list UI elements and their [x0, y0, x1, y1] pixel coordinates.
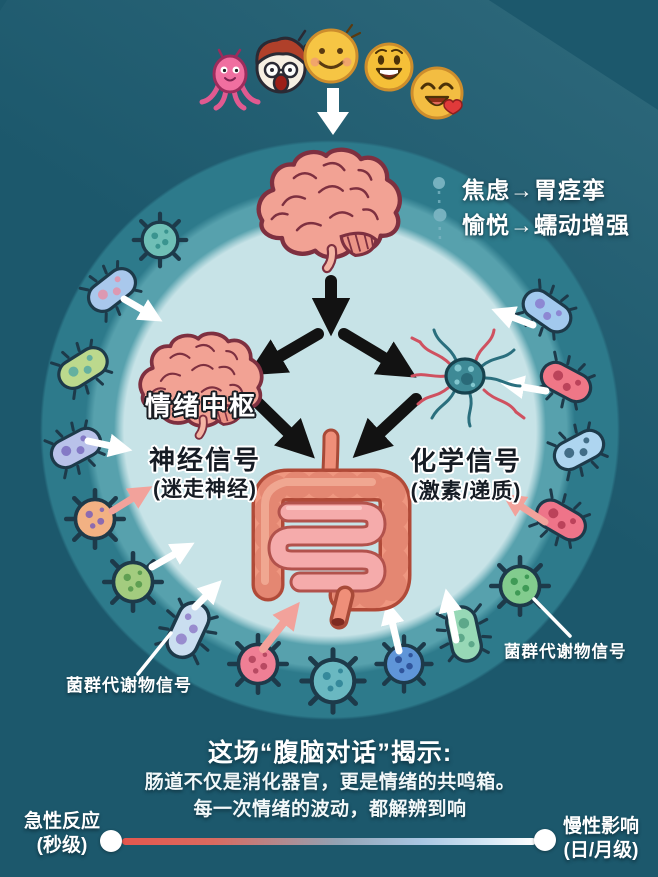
bacterium-icon: [431, 600, 497, 668]
bacterium-icon: [543, 415, 615, 485]
timeline-left-sub: (秒级): [36, 835, 88, 856]
microbe-signal-arrows: [84, 295, 550, 655]
summary-title: 这场“腹脑对话”揭示:: [207, 739, 453, 767]
summary-line-2: 每一次情绪的波动，都解辨到响: [193, 799, 467, 820]
smile-face-icon: [303, 23, 362, 84]
virus-icon: [229, 635, 287, 693]
flow-arrows: [247, 275, 422, 459]
virus-icon: [66, 490, 124, 548]
timeline-gradient-bar: [122, 838, 536, 845]
timeline-right-sub: (日/月级): [563, 840, 639, 861]
bacterium-icon: [530, 347, 602, 417]
chemical-signal-title: 化学信号: [409, 446, 523, 476]
timeline-right-label: 慢性影响 (日/月级): [563, 815, 639, 863]
neuron-icon: [410, 328, 526, 428]
bacterium-icon: [40, 413, 112, 483]
emotions-row: [199, 23, 464, 135]
virus-icon: [377, 637, 432, 692]
bacterium-icon: [75, 253, 149, 327]
timeline-end-dot: [534, 829, 556, 851]
bacterium-icon: [510, 274, 584, 348]
down-arrow-icon: [317, 88, 349, 135]
label-connectors: [136, 597, 572, 676]
timeline-right-title: 慢性影响: [562, 816, 640, 837]
summary-line-1: 肠道不仅是消化器官，更是情绪的共鸣箱。: [144, 772, 516, 793]
pleasure-annotation: 愉悦→蠕动增强: [462, 212, 630, 238]
emotion-center-label: 情绪中枢: [144, 391, 258, 421]
timeline-left-label: 急性反应 (秒级): [24, 810, 100, 858]
virus-icon: [302, 650, 365, 713]
heart-kiss-face-icon: [410, 66, 464, 120]
annotation-dots: [433, 177, 447, 244]
bacterium-icon: [150, 591, 226, 669]
laugh-face-icon: [364, 42, 414, 92]
intestines-icon: [251, 428, 412, 630]
timeline-left-title: 急性反应: [23, 811, 101, 832]
microbiota-label-left: 菌群代谢物信号: [66, 676, 192, 695]
octopus-icon: [199, 48, 261, 111]
chemical-signal-subtitle: (激素/递质): [410, 480, 522, 503]
neural-signal-subtitle: (迷走神经): [153, 478, 257, 501]
anxiety-annotation: 焦虑→胃痉挛: [462, 177, 606, 203]
microbiota-label-right: 菌群代谢物信号: [504, 643, 627, 661]
timeline-start-dot: [100, 830, 122, 852]
bacterium-icon: [46, 332, 120, 404]
neural-signal-title: 神经信号: [148, 445, 262, 475]
virus-icon: [134, 214, 187, 267]
brain-icon: [259, 150, 400, 268]
virus-icon: [104, 553, 162, 611]
